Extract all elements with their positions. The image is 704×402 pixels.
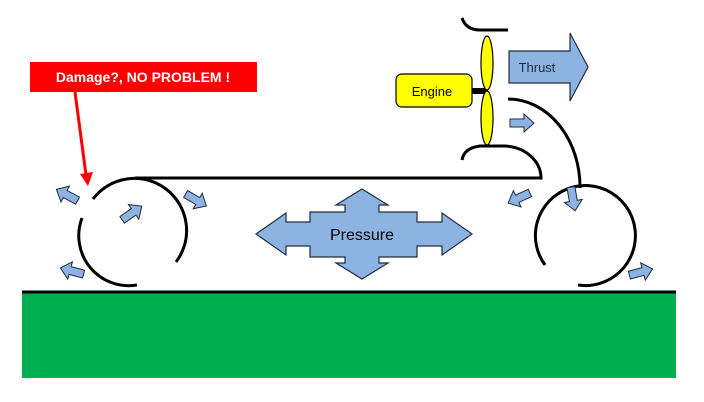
- propeller-blade-icon: [480, 90, 494, 146]
- pressure-arrow: [254, 188, 474, 280]
- right-skirt: [533, 184, 637, 288]
- airflow-arrow-icon: [180, 185, 212, 215]
- damage-callout-box: [30, 62, 257, 92]
- hull-deck: [135, 144, 543, 180]
- duct-top: [460, 17, 508, 32]
- airflow-arrow-icon: [626, 259, 656, 285]
- thrust-label: Thrust: [519, 60, 556, 75]
- airflow-arrow-icon: [116, 198, 148, 228]
- airflow-arrow-icon: [57, 258, 87, 284]
- thrust-arrow: [508, 32, 589, 102]
- damage-callout-text: Damage?, NO PROBLEM !: [56, 69, 230, 85]
- propeller-blade-icon: [480, 35, 494, 91]
- ground: [22, 292, 676, 378]
- callout-arrowhead: [80, 172, 93, 186]
- duct-bottom: [507, 97, 582, 189]
- pressure-label: Pressure: [330, 227, 394, 244]
- airflow-arrow-icon: [509, 113, 535, 133]
- left-skirt-lower: [77, 217, 138, 288]
- engine-shaft: [472, 88, 488, 94]
- callout-pointer: [73, 91, 88, 176]
- airflow-arrow-icon: [51, 180, 83, 210]
- airflow-arrow-icon: [503, 184, 535, 212]
- engine-label: Engine: [412, 84, 452, 99]
- left-skirt-upper: [91, 176, 189, 263]
